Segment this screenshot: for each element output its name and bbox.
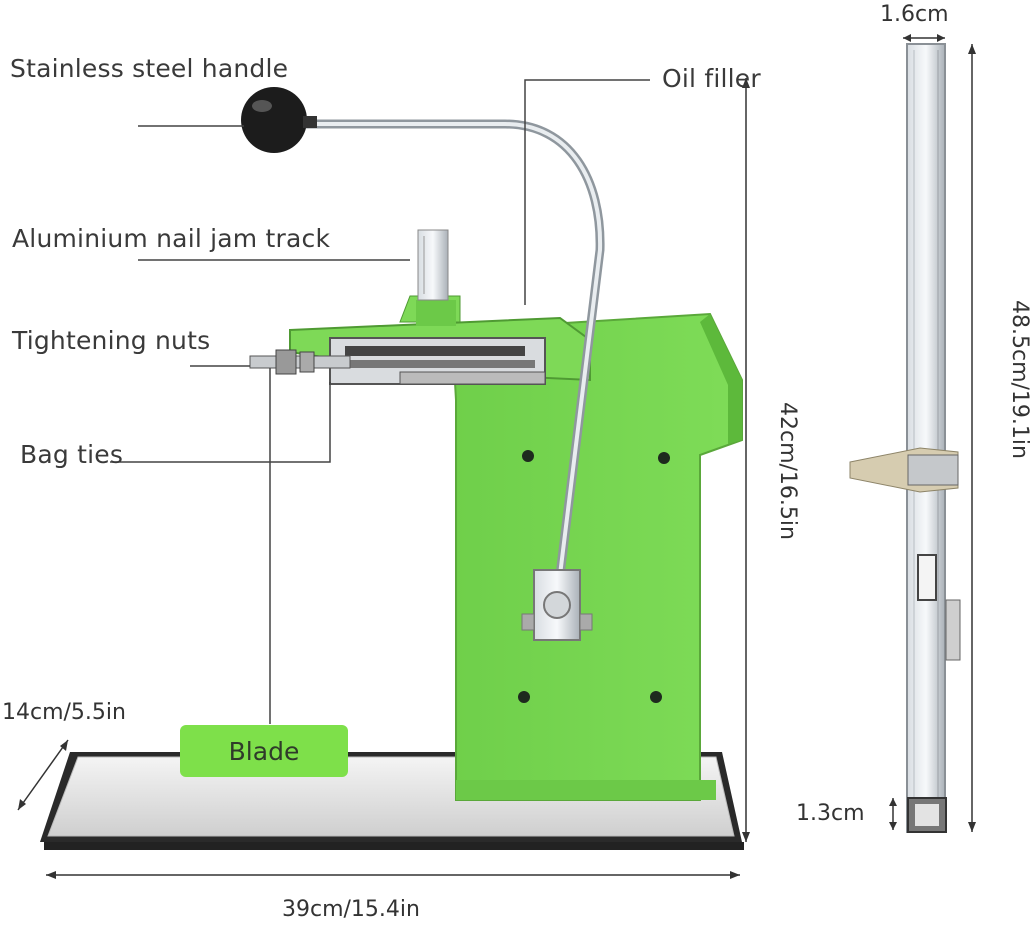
blade-text: Blade: [228, 736, 300, 766]
label-bag-ties: Bag ties: [20, 440, 124, 469]
callout-lines: [110, 79, 650, 724]
label-nail-track: Aluminium nail jam track: [12, 224, 331, 253]
green-body: [450, 312, 743, 801]
dim-track-bottom: 1.3cm: [796, 801, 865, 826]
label-stainless-handle: Stainless steel handle: [10, 54, 289, 83]
dim-track-length: 48.5cm/19.1in: [1007, 300, 1032, 459]
label-oil-filler: Oil filler: [662, 64, 761, 93]
pivot-block: [521, 569, 593, 641]
clamp-assembly: [249, 337, 546, 385]
dim-track-width: 1.6cm: [880, 2, 949, 27]
dim-height: 42cm/16.5in: [775, 402, 800, 540]
ball-knob-icon: [241, 87, 317, 153]
dim-depth: 14cm/5.5in: [2, 700, 126, 725]
side-track: [849, 43, 961, 833]
aluminium-track: [417, 229, 449, 301]
dim-width: 39cm/15.4in: [282, 897, 420, 922]
dimension-arrows: [17, 34, 976, 879]
stainless-handle: [295, 119, 605, 580]
label-tightening-nuts: Tightening nuts: [12, 326, 211, 355]
screw-icon: [518, 450, 670, 703]
label-blade: Blade: [180, 725, 348, 777]
